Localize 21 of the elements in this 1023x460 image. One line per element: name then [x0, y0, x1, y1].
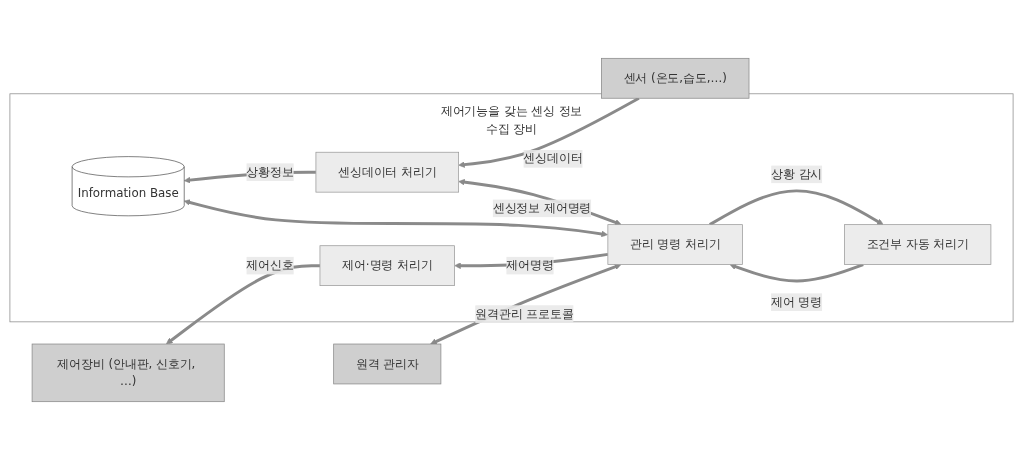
- node-box: 센서 (온도,습도,…): [601, 57, 750, 99]
- node-box: 관리 명령 처리기: [607, 224, 743, 265]
- arrow: [458, 178, 622, 226]
- node-box: 제어·명령 처리기: [319, 245, 455, 286]
- edge-label: 상황 감시: [771, 167, 823, 182]
- edge-label: 상황정보: [246, 164, 294, 179]
- arrow: [729, 263, 864, 283]
- edge-label: 제어명령: [506, 258, 554, 273]
- edge-label: 센싱데이터: [523, 151, 583, 166]
- node-box: 센싱데이터 처리기: [315, 151, 459, 193]
- edge-label: 제어 명령: [771, 294, 823, 309]
- edge-label: 원격관리 프로토콜: [475, 306, 574, 321]
- arrow: [709, 189, 884, 226]
- edge-label: 제어신호: [246, 258, 294, 273]
- edge-label: 센싱정보 제어명령: [492, 201, 592, 216]
- arrow: [430, 263, 622, 345]
- node-box: 조건부 자동 처리기: [844, 224, 992, 265]
- node-box: 원격 관리자: [333, 343, 442, 385]
- arrow: [183, 199, 608, 238]
- node-box: 제어장비 (안내판, 신호기, …): [31, 343, 225, 403]
- arrow: [166, 264, 320, 345]
